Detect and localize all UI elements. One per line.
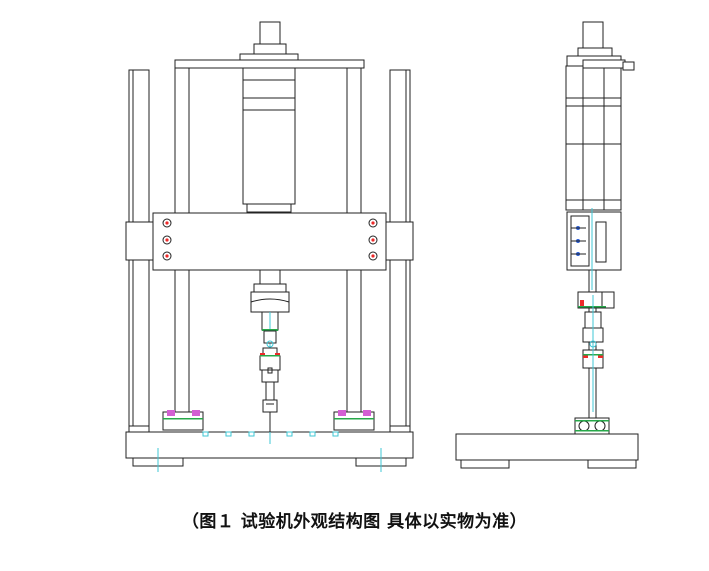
side-view [455,21,639,469]
front-column-feet [128,410,411,433]
front-right-sleeve [384,221,414,261]
front-crosshead [152,212,387,271]
front-base [125,431,414,472]
front-left-sleeve [125,221,155,261]
front-top-crossbeam [174,59,365,69]
side-fixture [577,270,615,420]
side-crosshead [566,208,622,290]
front-crosshead-bolts [162,218,378,261]
side-base [455,433,639,469]
front-view [125,21,414,472]
machine-structure-drawing [125,21,639,472]
front-grip [259,347,281,437]
side-top-motor [565,21,635,211]
front-load-cell [250,269,290,350]
side-bottom-fixture [574,417,610,435]
figure-caption: （图１ 试验机外观结构图 具体以实物为准） [181,512,528,532]
front-top-motor [239,21,299,213]
